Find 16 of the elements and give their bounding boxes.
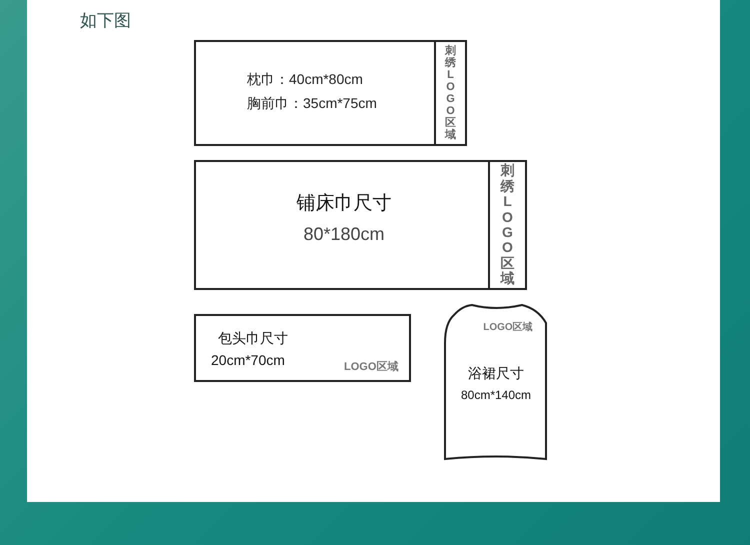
towel-outline (194, 160, 527, 290)
title: 如下图 (80, 10, 131, 32)
towel-outline (194, 314, 411, 382)
size-label: 80cm*140cm (460, 388, 532, 402)
size-label: 胸前巾：35cm*75cm (247, 95, 377, 113)
towel-name: 浴裙尺寸 (467, 365, 525, 383)
zone-label: LOGO区域 (344, 360, 398, 374)
zone-label: 刺绣LOGO区域 (445, 44, 456, 142)
size-label: 20cm*70cm (211, 352, 285, 368)
zone-label: LOGO区域 (482, 320, 534, 334)
size-label: 枕巾：40cm*80cm (247, 71, 363, 89)
towel-outline (194, 40, 467, 146)
towel-name: 包头巾尺寸 (218, 330, 288, 348)
size-label: 80*180cm (302, 224, 386, 245)
towel-name: 铺床巾尺寸 (296, 192, 392, 216)
zone-label: 刺绣LOGO区域 (500, 163, 514, 287)
